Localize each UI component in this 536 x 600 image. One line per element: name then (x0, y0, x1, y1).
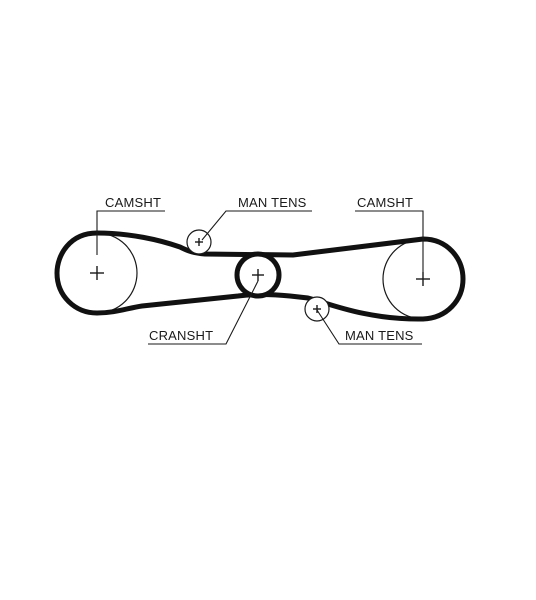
tensioner-top-label: MAN TENS (238, 195, 307, 210)
leader-lines (96, 210, 424, 345)
camshaft-left-label: CAMSHT (105, 195, 161, 210)
crankshaft-label: CRANSHT (149, 328, 213, 343)
timing-belt (54, 230, 466, 322)
tensioner-bottom-label: MAN TENS (345, 328, 414, 343)
tensioner-pulley-bottom (304, 296, 330, 322)
crankshaft-pulley (234, 251, 282, 299)
camshaft-right-label: CAMSHT (357, 195, 413, 210)
